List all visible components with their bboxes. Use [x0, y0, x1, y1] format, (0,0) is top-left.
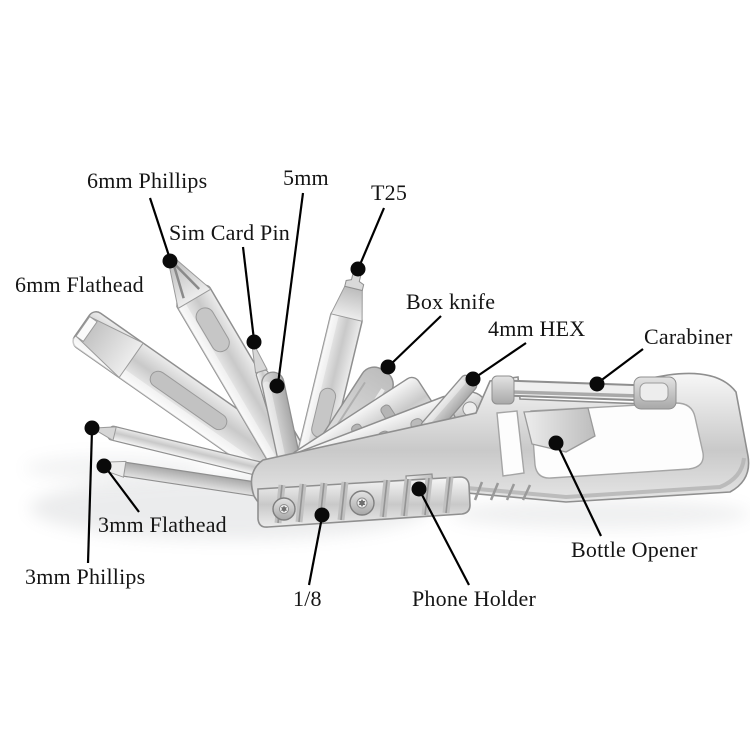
dot-6mm-phillips	[162, 253, 178, 269]
torx-screw	[272, 497, 296, 521]
leader-3mm-phillips	[86, 429, 94, 564]
dot-3mm-flathead	[96, 458, 112, 474]
dot-bottle-opener	[548, 435, 564, 451]
dot-5mm	[269, 378, 285, 394]
label-5mm: 5mm	[283, 165, 329, 190]
leader-box-knife	[389, 315, 442, 366]
dot-sim-card-pin	[246, 334, 262, 350]
label-t25: T25	[371, 180, 408, 205]
leader-t25	[357, 207, 386, 268]
dot-eighth	[314, 507, 330, 523]
dot-phone-holder	[411, 481, 427, 497]
bit-6mm-flathead	[71, 311, 309, 494]
leader-6mm-phillips	[148, 197, 172, 260]
label-3mm-flathead: 3mm Flathead	[98, 512, 227, 537]
bit-t25	[292, 272, 365, 482]
torx-screw	[349, 490, 375, 516]
label-6mm-flathead: 6mm Flathead	[15, 272, 144, 297]
leader-sim-card-pin	[241, 246, 256, 341]
leader-phone-holder	[419, 490, 470, 586]
dot-4mm-hex	[465, 371, 481, 387]
label-box-knife: Box knife	[406, 289, 496, 314]
callout-dots	[84, 253, 605, 523]
label-one-eighth: 1/8	[293, 586, 322, 611]
leader-lines	[86, 192, 644, 586]
frame-window-small	[496, 410, 525, 477]
carabiner-body	[250, 372, 750, 515]
leader-eighth	[307, 516, 324, 586]
dot-t25	[350, 261, 366, 277]
dot-carabiner	[589, 376, 605, 392]
leader-5mm	[276, 192, 305, 385]
leader-carabiner	[598, 348, 644, 383]
label-bottle-opener: Bottle Opener	[571, 537, 698, 562]
leader-3mm-flathead	[105, 467, 140, 513]
label-sim-card-pin: Sim Card Pin	[169, 220, 290, 245]
carabiner-gate	[491, 375, 677, 410]
label-4mm-hex: 4mm HEX	[488, 316, 586, 341]
label-3mm-phillips: 3mm Phillips	[25, 564, 146, 589]
label-carabiner: Carabiner	[644, 324, 733, 349]
label-6mm-phillips: 6mm Phillips	[87, 168, 208, 193]
dot-box-knife	[380, 359, 396, 375]
bit-3mm-flathead	[102, 460, 277, 499]
leader-4mm-hex	[475, 342, 527, 378]
leader-bottle-opener	[556, 443, 602, 537]
dot-3mm-phillips	[84, 420, 100, 436]
bottle-opener-tab	[523, 407, 596, 453]
label-phone-holder: Phone Holder	[412, 586, 536, 611]
